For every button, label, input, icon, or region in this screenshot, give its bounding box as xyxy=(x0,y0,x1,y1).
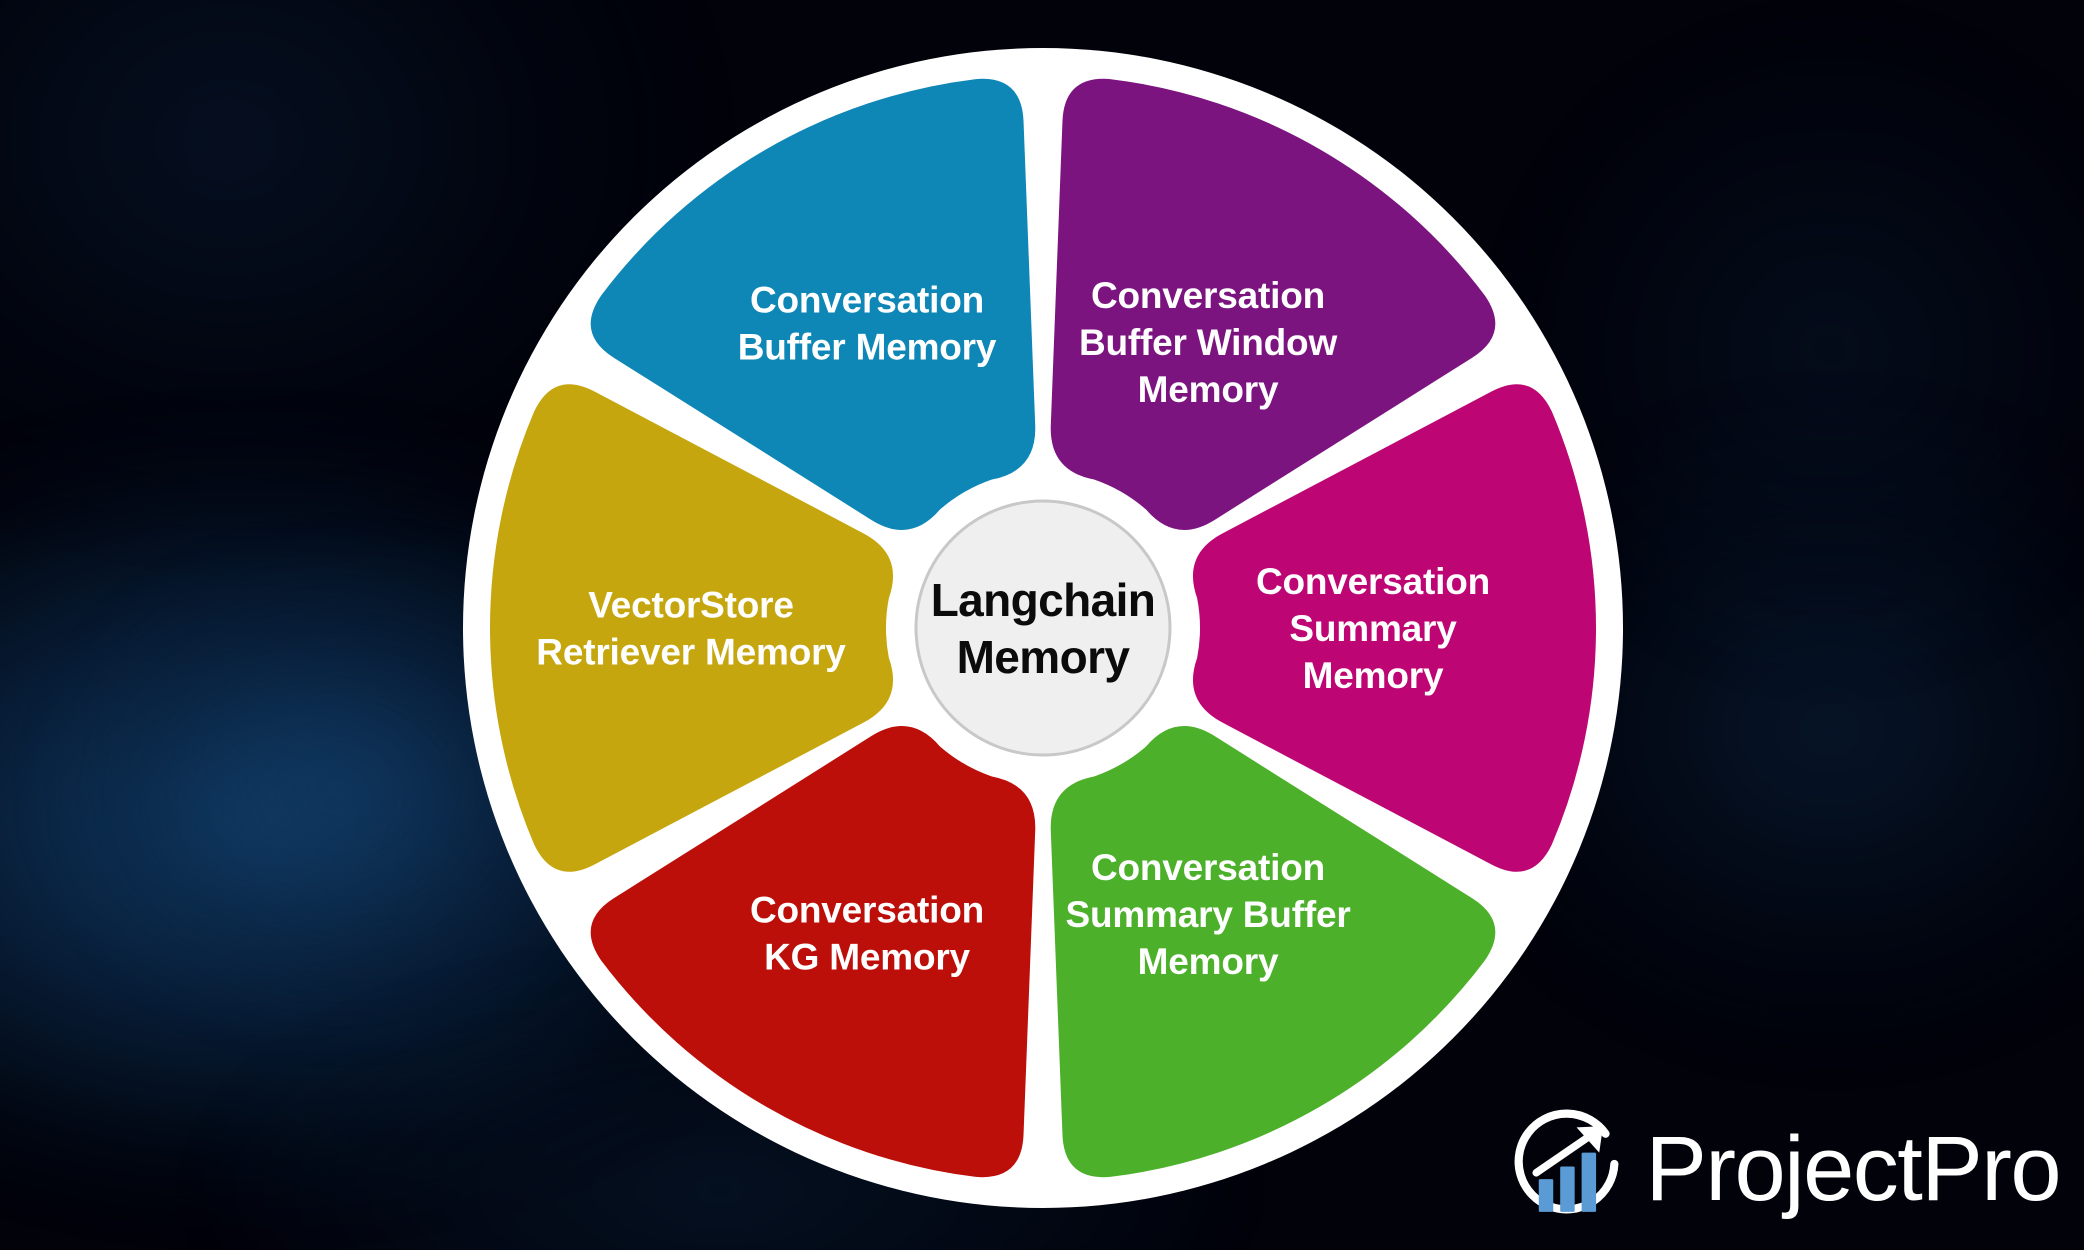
segment-shape-vectorstore-retriever-memory xyxy=(489,384,894,872)
segment-shape-conversation-kg-memory xyxy=(590,726,1036,1178)
hub-circle xyxy=(914,499,1172,757)
projectpro-logo: ProjectPro xyxy=(1506,1106,2061,1232)
segment-shape-conversation-summary-buffer-memory xyxy=(1050,726,1496,1178)
projectpro-growth-chart-icon xyxy=(1514,1109,1618,1214)
segment-shape-conversation-buffer-window-memory xyxy=(1050,78,1496,530)
segment-shape-conversation-summary-memory xyxy=(1192,384,1597,872)
projectpro-wordmark: ProjectPro xyxy=(1645,1118,2062,1220)
segment-shape-conversation-buffer-memory xyxy=(590,78,1036,530)
